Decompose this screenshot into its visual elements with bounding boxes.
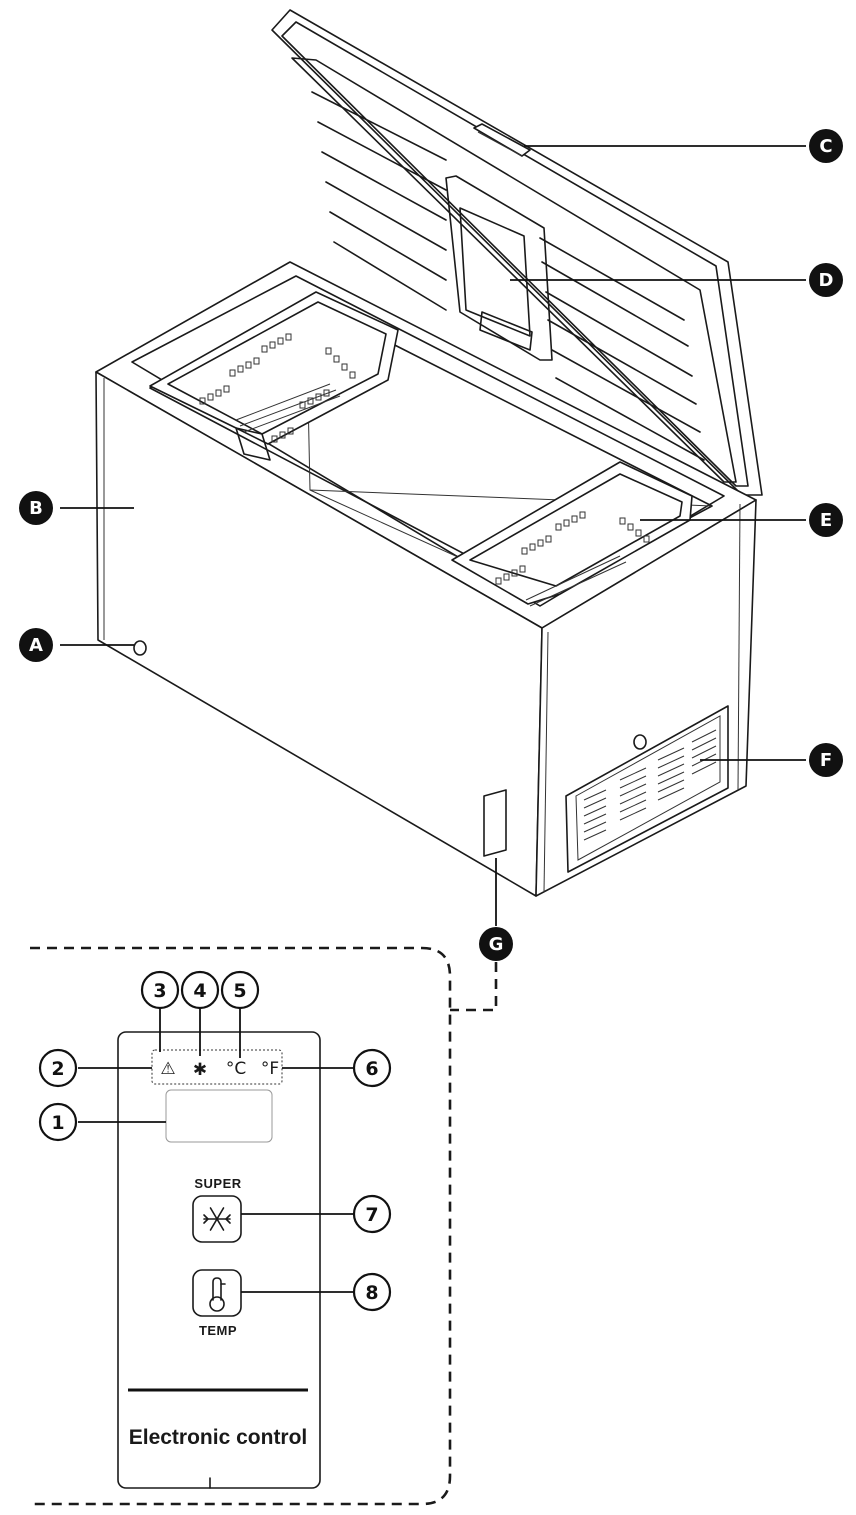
svg-text:F: F [820,750,832,771]
callout-e: E [809,503,843,537]
control-panel: ⚠ ✱ °C °F SUPER TEMP Electronic control [117,1031,321,1489]
svg-text:2: 2 [51,1058,64,1080]
callout-f: F [809,743,843,777]
thermometer-icon [209,1277,226,1312]
svg-text:8: 8 [365,1282,378,1304]
warning-icon: ⚠ [160,1059,175,1079]
svg-text:B: B [29,498,43,519]
snowflake-icon: ✱ [193,1060,207,1080]
callout-3: 3 [140,970,180,1010]
svg-text:C: C [819,136,832,157]
celsius-indicator: °C [226,1059,246,1079]
snowflake-icon [203,1207,231,1231]
temp-label: TEMP [199,1323,237,1338]
control-panel-mini [483,789,507,857]
temperature-display [165,1089,273,1143]
callout-4: 4 [180,970,220,1010]
callout-c: C [809,129,843,163]
callout-7: 7 [352,1194,392,1234]
basket-left [149,291,399,461]
callout-2: 2 [38,1048,78,1088]
svg-text:4: 4 [193,980,206,1002]
lid-ribs-left [311,91,447,311]
lid [271,9,763,496]
ventilation-grille [565,705,729,873]
svg-text:5: 5 [233,980,246,1002]
fahrenheit-indicator: °F [261,1059,279,1079]
svg-text:D: D [819,270,834,291]
callout-6: 6 [352,1048,392,1088]
callout-1: 1 [38,1102,78,1142]
svg-text:G: G [489,934,504,955]
lid-recess-panel [445,175,553,361]
lock [133,640,147,656]
callout-d: D [809,263,843,297]
lid-handle [473,123,531,157]
svg-text:6: 6 [365,1058,378,1080]
callout-g: G [479,927,513,961]
temp-button[interactable] [192,1269,242,1317]
svg-text:7: 7 [365,1204,378,1226]
svg-text:3: 3 [153,980,166,1002]
svg-text:E: E [820,510,832,531]
callout-5: 5 [220,970,260,1010]
panel-title: Electronic control [129,1426,308,1449]
svg-text:1: 1 [51,1112,64,1134]
callout-8: 8 [352,1272,392,1312]
svg-text:A: A [29,635,43,656]
callout-b: B [19,491,53,525]
callout-a: A [19,628,53,662]
detail-frame [30,946,452,1506]
super-label: SUPER [194,1176,241,1191]
